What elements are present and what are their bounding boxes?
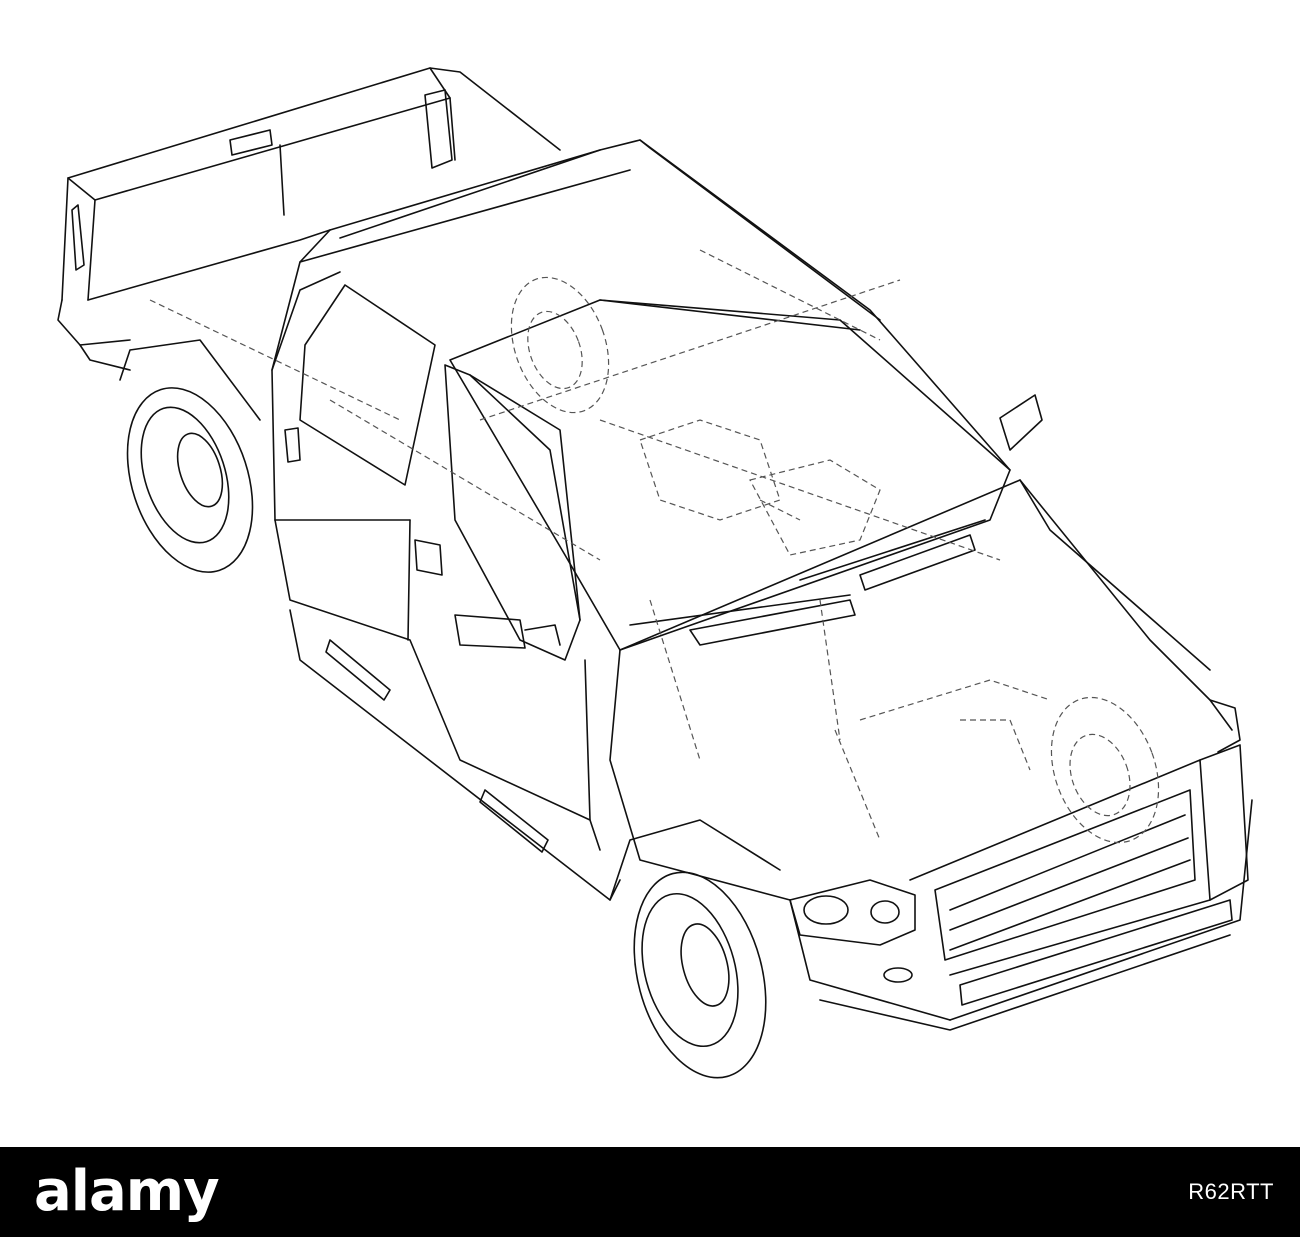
hidden-lines: [149, 249, 1160, 844]
front-wheel: [609, 819, 781, 1079]
truck-side-body: [274, 394, 1043, 901]
image-id-label: R62RTT: [1188, 1179, 1274, 1204]
wireframe-drawing: [57, 67, 1253, 1079]
rear-wheel: [119, 339, 261, 573]
truck-cab: [271, 139, 1011, 661]
truck-bed: [57, 67, 561, 371]
truck-front: [609, 479, 1253, 1031]
pickup-truck-wireframe: [57, 67, 1253, 1079]
watermark-bar: alamy R62RTT: [0, 1147, 1300, 1237]
brand-logo: alamy: [34, 1159, 220, 1224]
